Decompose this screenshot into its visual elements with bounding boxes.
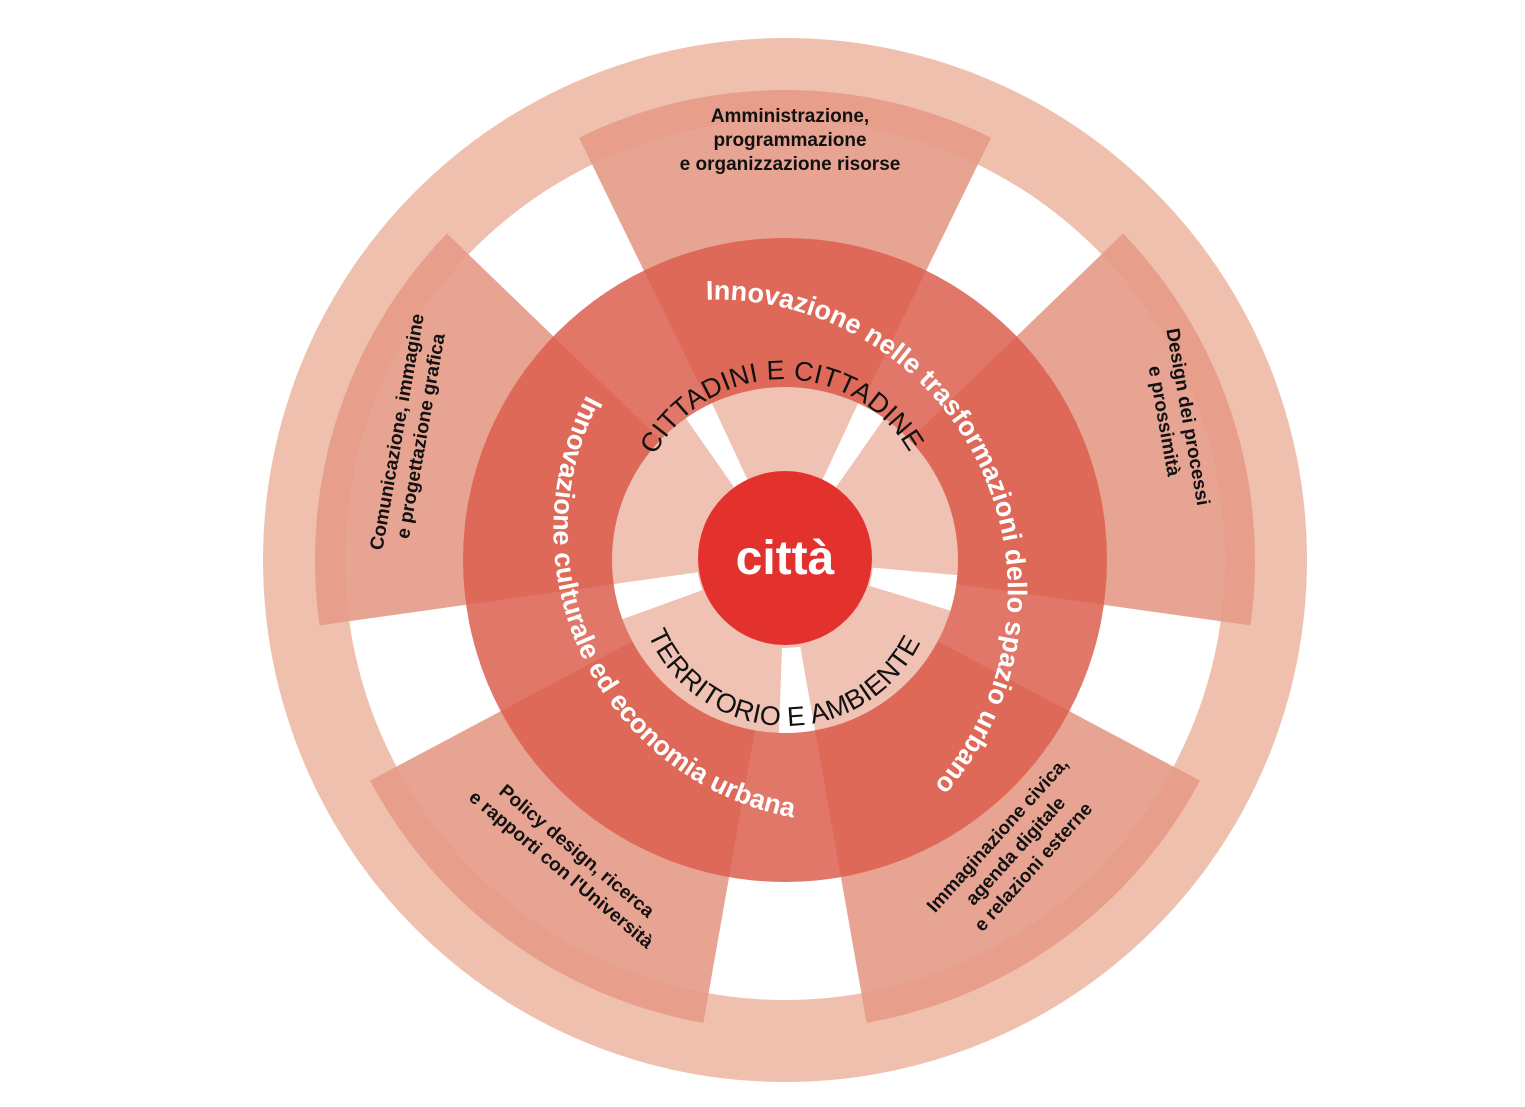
inner-gap-4 xyxy=(613,572,703,620)
center-circle xyxy=(698,471,872,645)
inner-ring-gaps xyxy=(613,403,958,733)
wedge-label-line: e organizzazione risorse xyxy=(680,154,901,175)
inner-gap-0 xyxy=(685,403,748,488)
wedge-label-line: programmazione xyxy=(713,130,866,151)
center-label: città xyxy=(736,532,835,585)
wedge-label-text: Amministrazione, programmazione e organizz… xyxy=(680,106,901,175)
presidenza-label: PRESIDENZA xyxy=(689,0,888,18)
inner-gap-3 xyxy=(778,646,816,733)
inner-gap-1 xyxy=(822,403,885,488)
wedge-label-top: Amministrazione, programmazione e organizz… xyxy=(680,106,901,175)
inner-gap-2 xyxy=(869,567,958,611)
wedge-label-line: Amministrazione, xyxy=(711,106,869,127)
